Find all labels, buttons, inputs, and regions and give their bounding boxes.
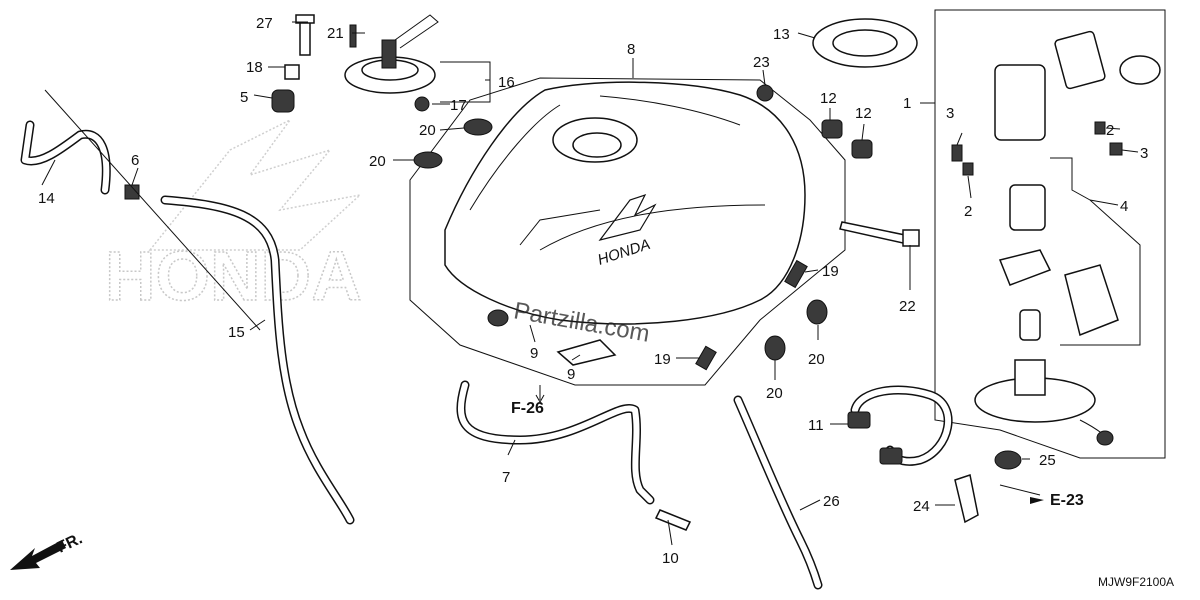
callout-6: 6: [131, 152, 139, 169]
ref-f26[interactable]: F-26: [511, 400, 544, 417]
callout-10: 10: [662, 550, 679, 567]
cap-23: [756, 84, 774, 102]
callout-15: 15: [228, 324, 245, 341]
nut-25: [994, 450, 1022, 470]
callout-12b: 12: [855, 105, 872, 122]
callout-14: 14: [38, 190, 55, 207]
callout-24: 24: [913, 498, 930, 515]
front-arrow-icon: [10, 540, 66, 570]
grommet-20c: [806, 299, 828, 325]
bolt-27: [299, 19, 311, 56]
hose-26: [733, 395, 823, 590]
pad-9: [556, 339, 617, 366]
collar-18: [284, 64, 300, 80]
callouts: 2 2 3 3 4 1 5 6 7 8 9 9 10 11 12 12 13 1…: [38, 15, 1148, 567]
callout-21: 21: [327, 25, 344, 42]
callout-7: 7: [502, 469, 510, 486]
callout-1: 1: [903, 95, 911, 112]
clip-2a: [962, 162, 974, 176]
rubber-mount-5: [271, 89, 295, 113]
callout-25: 25: [1039, 452, 1056, 469]
joint-10: [654, 509, 692, 531]
leader-lines: [41, 21, 1139, 546]
callout-11: 11: [808, 417, 824, 434]
bolt-22: [839, 221, 906, 244]
e23-arrow: [1030, 497, 1044, 504]
callout-8: 8: [627, 41, 635, 58]
callout-3a: 3: [946, 105, 954, 122]
grommet-20b: [413, 151, 443, 169]
callout-27: 27: [256, 15, 273, 32]
collar-12b: [851, 139, 873, 159]
fuel-pump-assembly: [974, 30, 1161, 446]
callout-19b: 19: [654, 351, 671, 368]
bracket-16: [440, 61, 491, 103]
tank-wing-emblem: [598, 193, 657, 241]
front-direction-label: FR.: [55, 530, 86, 556]
fuel-pump-group-frame: [934, 9, 1166, 459]
callout-2a: 2: [1106, 122, 1114, 139]
background-honda-logo: HONDA: [105, 237, 362, 315]
callout-16: 16: [498, 74, 515, 91]
callout-18: 18: [246, 59, 263, 76]
f26-arrow: [535, 385, 545, 404]
callout-20b: 20: [369, 153, 386, 170]
grommet-20a: [463, 118, 493, 136]
hose-7: [456, 380, 655, 505]
hose-15: [160, 195, 355, 525]
callout-9a: 9: [530, 345, 538, 362]
callout-20c: 20: [808, 351, 825, 368]
front-direction-indicator: FR.: [10, 530, 85, 570]
bolt-22-head: [902, 229, 920, 247]
diagram-code: MJW9F2100A: [1098, 575, 1174, 589]
collar-12a: [821, 119, 843, 139]
callout-20a: 20: [419, 122, 436, 139]
callout-4: 4: [1120, 198, 1128, 215]
bolt-3b: [1109, 142, 1123, 156]
fuel-tank: HONDA: [444, 81, 806, 325]
seal-ring-13-inner: [832, 29, 898, 57]
callout-13: 13: [773, 26, 790, 43]
callout-17: 17: [450, 97, 467, 114]
callout-2b: 2: [964, 203, 972, 220]
ref-e23[interactable]: E-23: [1050, 492, 1084, 509]
tank-group-frame: [409, 77, 846, 386]
callout-3b: 3: [1140, 145, 1148, 162]
callout-26: 26: [823, 493, 840, 510]
connector-24: [954, 474, 979, 524]
callout-5: 5: [240, 89, 248, 106]
callout-12a: 12: [820, 90, 837, 107]
background-wing-logo: [148, 119, 363, 251]
bolt-head-27: [295, 14, 315, 24]
bolt-3a: [951, 144, 963, 162]
callout-23: 23: [753, 54, 770, 71]
rubber-19a: [784, 259, 808, 289]
grommet-20d: [764, 335, 786, 361]
fuel-cap-assembly: [344, 14, 439, 112]
callout-22: 22: [899, 298, 916, 315]
callout-19a: 19: [822, 263, 839, 280]
clip-2b: [1094, 121, 1106, 135]
callout-20d: 20: [766, 385, 783, 402]
grommet-9: [487, 309, 509, 327]
rubber-19b: [695, 345, 717, 371]
hose-14: [20, 120, 111, 195]
fuel-line-11: [847, 385, 953, 466]
callout-9b: 9: [567, 366, 575, 383]
